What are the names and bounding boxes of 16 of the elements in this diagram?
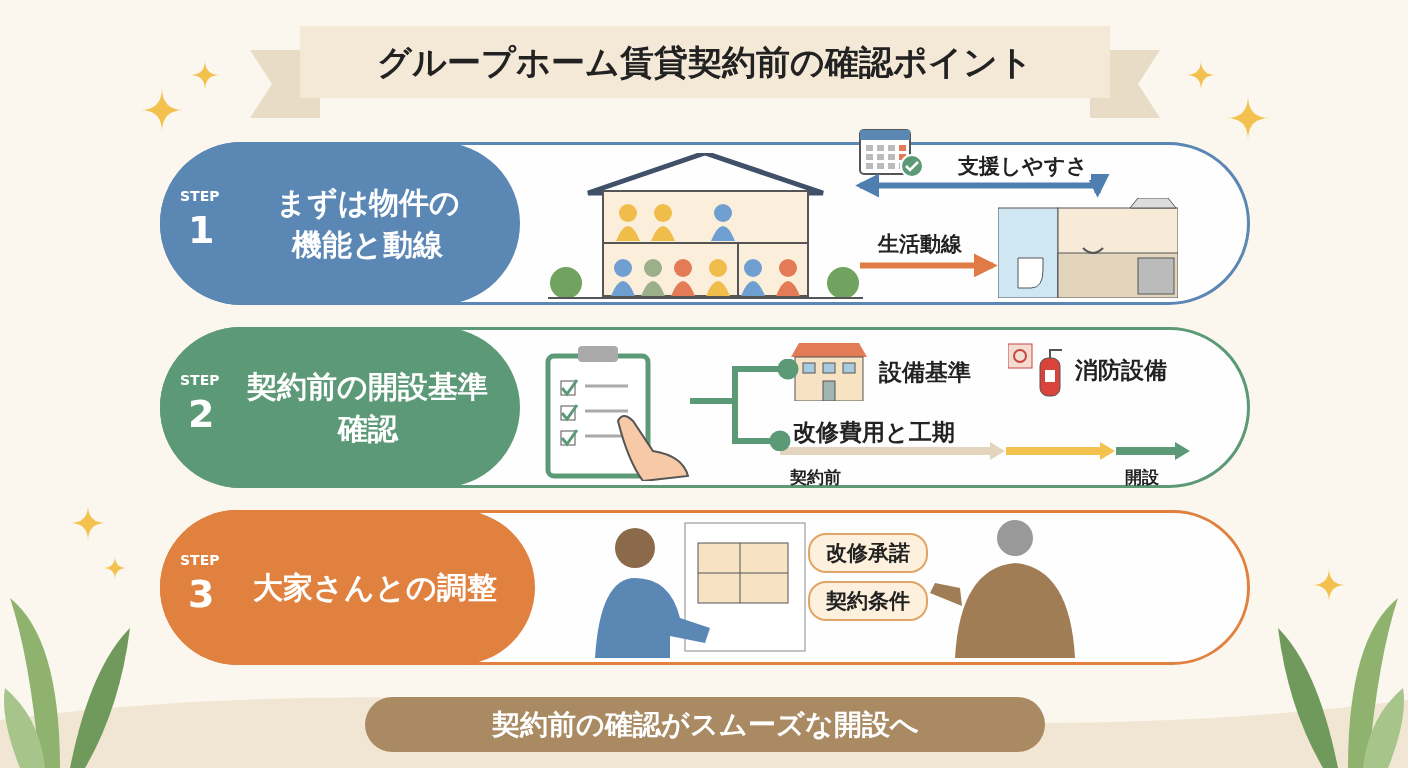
- edge-label: 生活動線: [875, 230, 965, 258]
- text-label: 契約前: [790, 466, 841, 489]
- text-label: 開設: [1125, 466, 1159, 489]
- step-heading: 大家さんとの調整: [252, 568, 498, 607]
- item-label: 設備基準: [879, 358, 971, 387]
- step-heading: まずは物件の機能と動線: [274, 183, 461, 264]
- edge-label: 支援しやすさ: [955, 152, 1091, 180]
- title-banner: グループホーム賃貸契約前の確認ポイント: [300, 26, 1110, 98]
- step-number: 3: [188, 571, 215, 616]
- step-label: STEP: [180, 551, 220, 568]
- step-label: STEP: [180, 187, 220, 204]
- text-label: 消防設備: [1075, 356, 1167, 385]
- step-heading: 契約前の開設基準確認: [246, 367, 489, 448]
- step-number: 1: [188, 207, 215, 252]
- step-number: 2: [188, 391, 215, 436]
- step-label: STEP: [180, 371, 220, 388]
